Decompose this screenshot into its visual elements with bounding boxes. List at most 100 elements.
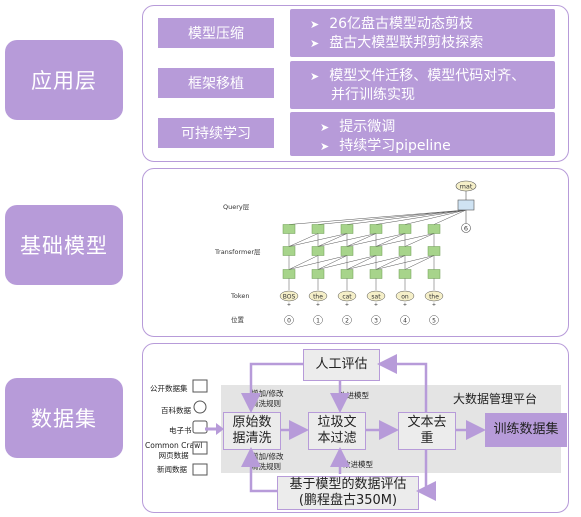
transformer-node — [311, 246, 325, 256]
query-edge — [317, 209, 467, 225]
source-encyclopedia: 百科数据 — [161, 406, 191, 415]
token-label: on — [401, 294, 409, 301]
plus-sign: + — [374, 302, 378, 308]
attention-edge — [375, 255, 435, 270]
source-public-dataset: 公开数据集 — [150, 384, 188, 393]
query-position-node — [461, 223, 471, 233]
token-label: cat — [342, 294, 352, 301]
note-improve-model-bottom: 改进模型 — [343, 460, 373, 469]
token-label: sat — [371, 294, 381, 301]
source-arrow — [205, 423, 224, 435]
transformer-node — [282, 269, 296, 279]
position-label: 0 — [287, 318, 291, 325]
train-set-box: 训练数据集 — [485, 413, 567, 447]
attention-edge — [288, 233, 319, 247]
position-node — [429, 315, 439, 325]
attention-edge — [375, 255, 406, 270]
transformer-node — [427, 246, 441, 256]
token-node — [337, 290, 357, 302]
output-token-label: mat — [460, 183, 473, 191]
transformer-diagram: mat6BOS+0the+1cat+2sat+3on+4the+5Query层T… — [214, 180, 477, 325]
attention-edge — [317, 233, 348, 247]
transformer-node — [340, 269, 354, 279]
bullet-framework-port: 模型文件迁移、模型代码对齐、 并行训练实现 — [290, 61, 555, 109]
bullet-line: 提示微调 — [320, 118, 547, 137]
transformer-layer-label: Transformer层 — [214, 248, 261, 256]
garbage-filter-box: 垃圾文 本过滤 — [308, 412, 366, 450]
note-add-rules-bottom: 增加/修改 清洗规则 — [251, 452, 284, 471]
attention-edge — [346, 255, 377, 270]
bullet-continual-learning: 提示微调 持续学习pipeline — [290, 112, 555, 156]
source-icons — [192, 379, 208, 476]
plus-sign: + — [316, 302, 320, 308]
transformer-node — [398, 224, 412, 234]
source-news: 新闻数据 — [157, 465, 187, 474]
position-node — [400, 315, 410, 325]
position-label: 1 — [316, 318, 320, 325]
token-node — [279, 290, 299, 302]
token-node — [366, 290, 386, 302]
position-label: 2 — [345, 318, 349, 325]
plus-sign: + — [432, 302, 436, 308]
layer-label-base: 基础模型 — [5, 205, 123, 285]
output-token-node — [455, 180, 477, 192]
query-position-label: 6 — [464, 225, 468, 233]
token-node — [395, 290, 415, 302]
query-edge — [346, 209, 467, 225]
attention-edge — [288, 233, 348, 247]
transformer-node — [311, 224, 325, 234]
token-node — [424, 290, 444, 302]
attention-edge — [375, 233, 406, 247]
wiki-icon — [193, 400, 207, 414]
attention-edge — [288, 255, 319, 270]
query-edge — [375, 209, 467, 225]
transformer-node — [282, 224, 296, 234]
raw-clean-box: 原始数 据清洗 — [223, 412, 281, 450]
transformer-node — [398, 246, 412, 256]
source-common-crawl: Common Crawl 网页数据 — [145, 441, 203, 460]
query-edge — [404, 209, 467, 225]
dataset-icon — [192, 379, 208, 393]
position-label: 3 — [374, 318, 378, 325]
position-node — [342, 315, 352, 325]
query-edge — [288, 209, 467, 225]
transformer-node — [427, 224, 441, 234]
bullet-line: 模型文件迁移、模型代码对齐、 — [310, 67, 547, 86]
plus-sign: + — [345, 302, 349, 308]
transformer-node — [311, 269, 325, 279]
transformer-node — [369, 246, 383, 256]
layer-label-data: 数据集 — [5, 378, 123, 458]
transformer-node — [369, 224, 383, 234]
web-icon — [192, 441, 208, 455]
attention-edge — [404, 255, 435, 270]
attention-edge — [288, 255, 348, 270]
transformer-node — [282, 246, 296, 256]
attention-edge — [346, 255, 406, 270]
position-label: 4 — [403, 318, 407, 325]
attention-edge — [317, 255, 377, 270]
position-node — [313, 315, 323, 325]
attention-edge — [346, 233, 377, 247]
attention-edge — [404, 233, 435, 247]
attention-edge — [346, 233, 406, 247]
query-edge — [433, 209, 467, 225]
tag-continual-learning: 可持续学习 — [158, 118, 274, 148]
attention-edge — [317, 233, 377, 247]
position-label: 5 — [432, 318, 436, 325]
tag-model-compression: 模型压缩 — [158, 18, 274, 48]
dedup-box: 文本去 重 — [398, 412, 456, 450]
token-row-label: Token — [230, 292, 250, 300]
model-eval-box: 基于模型的数据评估 (鹏程盘古350M) — [277, 476, 419, 510]
position-node — [371, 315, 381, 325]
transformer-node — [340, 246, 354, 256]
bullet-line-continued: 并行训练实现 — [331, 87, 415, 103]
source-ebook: 电子书 — [169, 426, 192, 435]
plus-sign: + — [287, 302, 291, 308]
token-label: the — [429, 294, 439, 301]
transformer-node — [398, 269, 412, 279]
tag-framework-port: 框架移植 — [158, 68, 274, 98]
bullet-line: 持续学习pipeline — [320, 137, 547, 156]
bullet-line: 盘古大模型联邦剪枝探索 — [310, 34, 547, 53]
human-eval-box: 人工评估 — [303, 349, 380, 381]
